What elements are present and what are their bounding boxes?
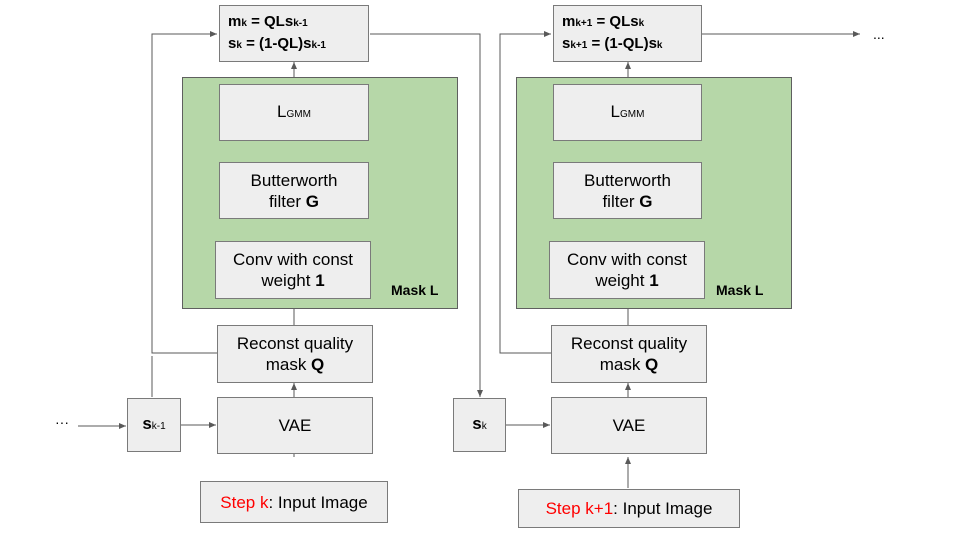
equation-m-1: mk = QLsk-1 xyxy=(228,12,308,30)
equation-box-1: mk = QLsk-1 sk = (1-QL)sk-1 xyxy=(219,5,369,62)
equation-m-2: mk+1 = QLsk xyxy=(562,12,645,30)
equation-s-2: sk+1 = (1-QL)sk xyxy=(562,34,663,52)
mask-l-label-1: Mask L xyxy=(391,282,439,298)
reconst-quality-box-1: Reconst quality mask Q xyxy=(217,325,373,383)
ellipsis-right: ... xyxy=(873,26,885,42)
mask-l-label-2: Mask L xyxy=(716,282,764,298)
loss-gmm-box-2: LGMM xyxy=(553,84,702,141)
arrow-eq1-to-state2 xyxy=(370,33,483,397)
reconst-quality-box-2: Reconst quality mask Q xyxy=(551,325,707,383)
state-box-2: sk xyxy=(453,398,506,452)
equation-s-1: sk = (1-QL)sk-1 xyxy=(228,34,326,52)
state-box-1: sk-1 xyxy=(127,398,181,452)
conv-box-2: Conv with const weight 1 xyxy=(549,241,705,299)
equation-box-2: mk+1 = QLsk sk+1 = (1-QL)sk xyxy=(553,5,702,62)
vae-box-1: VAE xyxy=(217,397,373,454)
butterworth-filter-box-1: Butterworth filter G xyxy=(219,162,369,219)
loss-gmm-box-1: LGMM xyxy=(219,84,369,141)
ellipsis-left: ··· xyxy=(55,414,69,430)
arrow-reconst-to-eq-2 xyxy=(499,31,551,354)
conv-box-1: Conv with const weight 1 xyxy=(215,241,371,299)
input-image-box-1: Step k: Input Image xyxy=(200,481,388,523)
input-image-box-2: Step k+1: Input Image xyxy=(518,489,740,528)
vae-box-2: VAE xyxy=(551,397,707,454)
butterworth-filter-box-2: Butterworth filter G xyxy=(553,162,702,219)
arrow-reconst-to-eq-1 xyxy=(151,31,217,354)
